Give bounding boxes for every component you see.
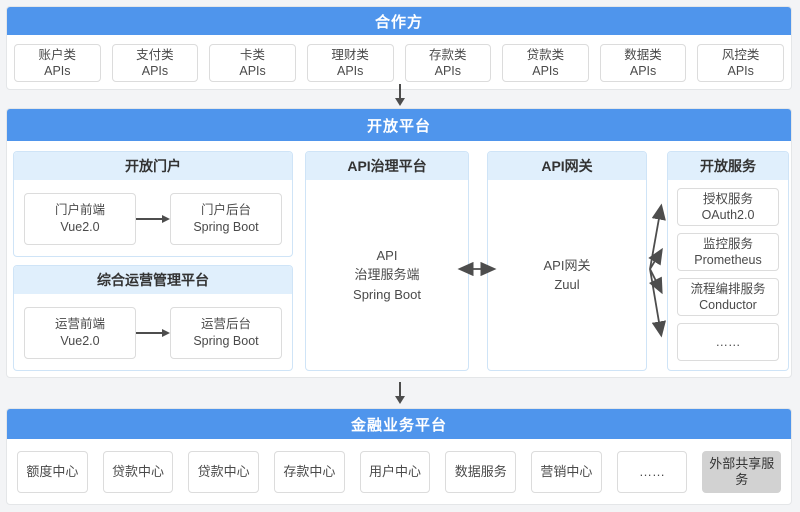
deposit-center-box: 存款中心 [274, 451, 345, 493]
api-box-cards: 卡类 APIs [209, 44, 296, 82]
api-box-payments: 支付类 APIs [111, 44, 199, 82]
portal-frontend-tech: Vue2.0 [60, 220, 100, 234]
partners-api-row: 账户类 APIs 支付类 APIs 卡类 APIs 理财类 APIs 存款类 A… [7, 35, 791, 89]
financial-platform-panel: 金融业务平台 额度中心 贷款中心 贷款中心 存款中心 用户中心 数据服务 营销中… [6, 408, 792, 505]
orchestration-service-tech: Conductor [699, 298, 757, 312]
open-services-title: 开放服务 [668, 152, 788, 180]
financial-platform-title: 金融业务平台 [7, 409, 791, 439]
loan-center-box-2: 贷款中心 [188, 451, 260, 493]
open-platform-panel: 开放平台 开放门户 门户前端 Vue2.0 门户后台 Spring Boot [6, 108, 792, 378]
partners-panel: 合作方 账户类 APIs 支付类 APIs 卡类 APIs 理财类 APIs 存… [6, 6, 792, 90]
more-services-box: …… [677, 323, 779, 361]
ops-frontend-box: 运营前端 Vue2.0 [24, 307, 136, 359]
api-box-label: 理财类 [331, 47, 369, 62]
loan-center-box: 贷款中心 [102, 451, 174, 493]
down-arrow-icon [395, 382, 405, 404]
financial-centers-row: 额度中心 贷款中心 贷款中心 存款中心 用户中心 数据服务 营销中心 …… 外部… [7, 439, 791, 504]
api-governance-body: API 治理服务端 Spring Boot [306, 180, 468, 370]
api-governance-column: API治理平台 API 治理服务端 Spring Boot [305, 151, 469, 371]
api-box-risk: 风控类 APIs [697, 44, 784, 82]
open-portal-section: 开放门户 门户前端 Vue2.0 门户后台 Spring Boot [13, 151, 293, 257]
api-gateway-line2: Zuul [554, 277, 580, 292]
portal-group: 开放门户 门户前端 Vue2.0 门户后台 Spring Boot [13, 151, 293, 371]
open-services-list: 授权服务 OAuth2.0 监控服务 Prometheus 流程编排服务 Con… [668, 180, 788, 369]
ops-platform-section: 综合运营管理平台 运营前端 Vue2.0 运营后台 Spring Boot [13, 265, 293, 371]
api-box-label: 支付类 [136, 47, 174, 62]
right-arrow-icon [136, 329, 170, 337]
api-gateway-line1: API网关 [543, 257, 591, 273]
orchestration-service-box: 流程编排服务 Conductor [677, 278, 779, 316]
more-services-label: …… [715, 334, 741, 349]
api-governance-line3: Spring Boot [353, 286, 421, 302]
api-governance-line1: API [376, 247, 398, 263]
api-box-deposits: 存款类 APIs [404, 44, 492, 82]
open-services-column: 开放服务 授权服务 OAuth2.0 监控服务 Prometheus 流程编排服… [667, 151, 789, 371]
api-box-data: 数据类 APIs [599, 44, 687, 82]
api-governance-title: API治理平台 [306, 152, 468, 180]
auth-service-label: 授权服务 [702, 191, 753, 206]
api-box-sublabel: APIs [141, 64, 169, 78]
ops-backend-label: 运营后台 [200, 317, 251, 332]
api-box-sublabel: APIs [727, 64, 754, 78]
quota-center-box: 额度中心 [17, 451, 88, 493]
ops-backend-box: 运营后台 Spring Boot [170, 307, 282, 359]
marketing-center-box: 营销中心 [531, 451, 602, 493]
open-platform-title: 开放平台 [7, 109, 791, 141]
gateway-auth-arrow [649, 203, 666, 270]
api-gateway-body: API网关 Zuul [488, 180, 646, 370]
user-center-box: 用户中心 [359, 451, 431, 493]
api-governance-line2: 治理服务端 [354, 267, 420, 283]
ops-frontend-label: 运营前端 [54, 317, 105, 332]
api-box-sublabel: APIs [44, 64, 71, 78]
api-box-wealth: 理财类 APIs [306, 44, 394, 82]
api-box-loans: 贷款类 APIs [502, 44, 589, 82]
api-box-sublabel: APIs [336, 64, 364, 78]
gateway-more-arrow [649, 268, 666, 338]
api-gateway-title: API网关 [488, 152, 646, 180]
api-box-sublabel: APIs [434, 64, 462, 78]
auth-service-box: 授权服务 OAuth2.0 [677, 188, 779, 226]
api-box-label: 存款类 [429, 47, 467, 62]
external-shared-service-box: 外部共享服务 [702, 451, 782, 493]
gateway-monitor-arrow [648, 247, 663, 270]
partners-title: 合作方 [7, 7, 791, 35]
api-box-label: 数据类 [624, 47, 662, 62]
ops-platform-content: 运营前端 Vue2.0 运营后台 Spring Boot [14, 294, 292, 370]
portal-backend-tech: Spring Boot [193, 220, 259, 234]
more-centers-box: …… [616, 451, 688, 493]
ops-platform-title: 综合运营管理平台 [14, 266, 292, 294]
ops-frontend-tech: Vue2.0 [60, 334, 100, 348]
api-box-accounts: 账户类 APIs [14, 44, 101, 82]
auth-service-tech: OAuth2.0 [701, 208, 755, 222]
orchestration-service-label: 流程编排服务 [690, 281, 766, 296]
portal-backend-label: 门户后台 [200, 203, 251, 218]
api-box-label: 风控类 [721, 47, 760, 62]
portal-frontend-label: 门户前端 [54, 203, 105, 218]
monitor-service-label: 监控服务 [702, 236, 753, 251]
open-portal-title: 开放门户 [14, 152, 292, 180]
open-platform-body: 开放门户 门户前端 Vue2.0 门户后台 Spring Boot [7, 141, 791, 377]
data-service-box: 数据服务 [445, 451, 517, 493]
api-box-sublabel: APIs [239, 64, 266, 78]
portal-backend-box: 门户后台 Spring Boot [170, 193, 282, 245]
monitor-service-tech: Prometheus [694, 253, 762, 267]
api-box-label: 账户类 [38, 47, 77, 62]
monitor-service-box: 监控服务 Prometheus [677, 233, 779, 271]
api-box-label: 贷款类 [526, 47, 565, 62]
gateway-orchestration-arrow [648, 268, 663, 295]
ops-backend-tech: Spring Boot [193, 334, 259, 348]
open-portal-content: 门户前端 Vue2.0 门户后台 Spring Boot [14, 180, 292, 256]
portal-frontend-box: 门户前端 Vue2.0 [24, 193, 136, 245]
api-box-sublabel: APIs [532, 64, 559, 78]
api-box-label: 卡类 [240, 47, 266, 62]
api-box-sublabel: APIs [629, 64, 657, 78]
api-gateway-column: API网关 API网关 Zuul [487, 151, 647, 371]
down-arrow-icon [395, 84, 405, 106]
right-arrow-icon [136, 215, 170, 223]
